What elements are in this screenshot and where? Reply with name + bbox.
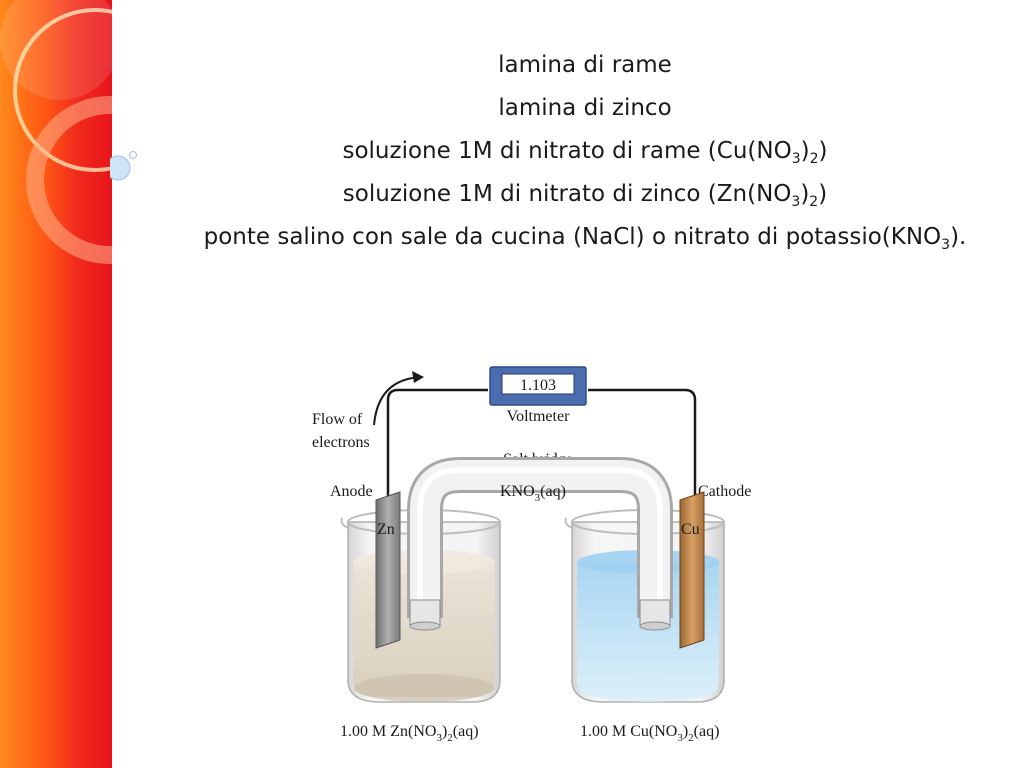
bubble-large	[110, 155, 131, 181]
zinc-electrode	[375, 491, 401, 649]
line-text: lamina di rame	[498, 52, 672, 78]
subscript: 3	[791, 194, 801, 210]
voltmeter-reading: 1.103	[520, 377, 556, 394]
galvanic-cell-diagram: 1.103 Voltmeter Flow of electrons Anode …	[312, 366, 751, 744]
materials-line: soluzione 1M di nitrato di zinco (Zn(NO3…	[150, 173, 1020, 216]
line-text: )	[818, 181, 828, 207]
decorative-bubbles	[110, 151, 137, 181]
materials-list: lamina di rame lamina di zinco soluzione 1…	[150, 44, 1020, 259]
bridge-formula: KNO3(aq)	[500, 483, 566, 504]
materials-line: ponte salino con sale da cucina (NaCl) o…	[150, 216, 1020, 259]
zn-label: Zn	[377, 521, 395, 538]
subscript: 2	[809, 151, 819, 167]
line-text: ponte salino con sale da cucina (NaCl) o…	[203, 224, 942, 250]
arrow-head-icon	[412, 371, 424, 383]
left-solution-label: 1.00 M Zn(NO3)2(aq)	[340, 723, 479, 744]
materials-line: lamina di zinco	[150, 87, 1020, 130]
right-solution-label: 1.00 M Cu(NO3)2(aq)	[580, 723, 719, 744]
cu-label: Cu	[681, 521, 700, 538]
salt-bridge-tube	[407, 457, 673, 631]
wire-left	[386, 388, 488, 500]
flow-label-2: electrons	[312, 434, 370, 451]
cathode-label: Cathode	[698, 483, 751, 500]
wire-right	[588, 388, 697, 500]
decorative-circles	[0, 0, 112, 264]
decorative-side-band	[0, 0, 112, 768]
voltmeter-display	[501, 373, 575, 395]
electron-flow-arrow	[373, 376, 421, 426]
line-text: soluzione 1M di nitrato di zinco (Zn(NO	[342, 181, 792, 207]
line-text: soluzione 1M di nitrato di rame (Cu(NO	[342, 138, 792, 164]
line-text: )	[800, 138, 810, 164]
subscript: 2	[809, 194, 819, 210]
subscript: 3	[791, 151, 801, 167]
flow-label-1: Flow of	[312, 411, 363, 428]
materials-line: lamina di rame	[150, 44, 1020, 87]
bubble-small	[129, 151, 137, 159]
line-text: )	[800, 181, 810, 207]
copper-electrode	[679, 491, 705, 649]
anode-label: Anode	[330, 483, 373, 500]
line-text: )	[818, 138, 828, 164]
materials-line: soluzione 1M di nitrato di rame (Cu(NO3)…	[150, 130, 1020, 173]
line-text: ).	[950, 224, 967, 250]
subscript: 3	[941, 237, 951, 253]
line-text: lamina di zinco	[498, 95, 672, 121]
voltmeter-label: Voltmeter	[507, 408, 570, 425]
